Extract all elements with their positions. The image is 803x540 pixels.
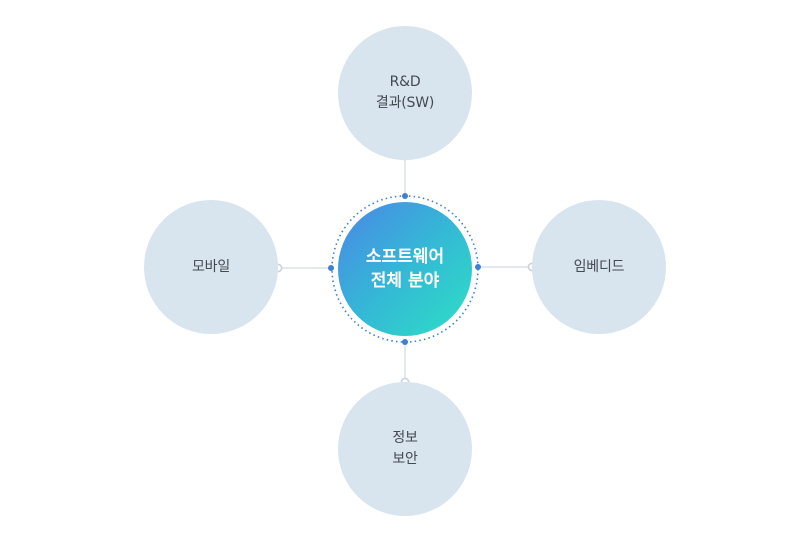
node-rnd-line1: R&D	[389, 74, 421, 90]
ring-dot-right	[475, 264, 481, 270]
ring-dot-bottom	[402, 339, 408, 345]
center-line2: 전체 분야	[370, 271, 440, 291]
node-mobile: 모바일	[144, 200, 278, 334]
node-security-line1: 정보	[392, 430, 418, 446]
center-line1: 소프트웨어	[365, 247, 445, 267]
node-security-line2: 보안	[392, 451, 418, 467]
node-rnd-results: R&D 결과(SW)	[338, 26, 472, 160]
ring-dot-left	[328, 265, 334, 271]
ring-dot-top	[402, 193, 408, 199]
center-node-all-software: 소프트웨어 전체 분야	[338, 202, 472, 336]
node-embedded-label: 임베디드	[573, 258, 625, 275]
node-embedded: 임베디드	[532, 200, 666, 334]
node-info-security: 정보 보안	[338, 382, 472, 516]
node-mobile-label: 모바일	[191, 258, 231, 275]
node-rnd-line2: 결과(SW)	[375, 95, 435, 111]
